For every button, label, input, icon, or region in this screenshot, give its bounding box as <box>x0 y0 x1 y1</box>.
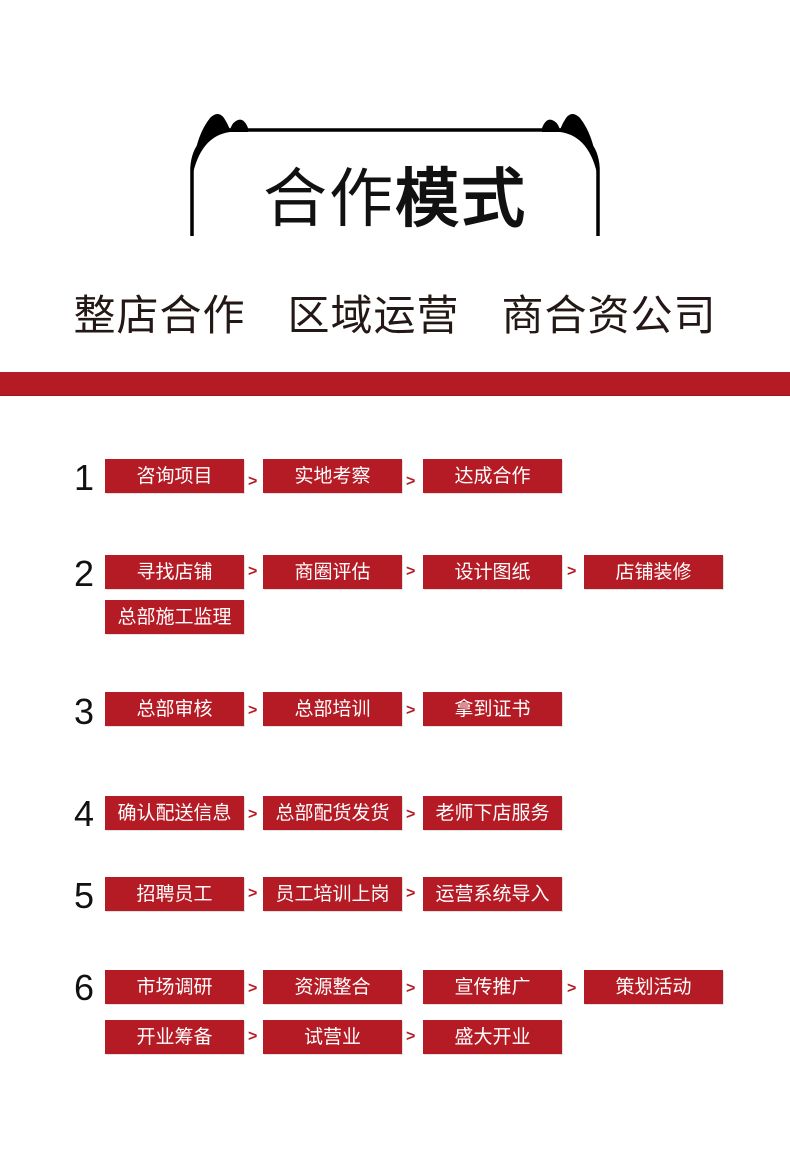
arrow-right-icon: > <box>248 563 258 580</box>
arrow-right-icon: > <box>406 702 416 719</box>
cooperation-type: 区域运营 <box>287 291 460 340</box>
arrow-right-icon: > <box>248 702 258 719</box>
step-number: 4 <box>74 793 95 834</box>
title-frame <box>188 108 602 236</box>
arrow-right-icon: > <box>406 563 416 580</box>
page-title-bold: 模式 <box>395 163 527 237</box>
arrow-right-icon: > <box>248 980 258 997</box>
step-box: 运营系统导入 <box>423 877 562 911</box>
arrow-right-icon: > <box>406 806 416 823</box>
step-number: 2 <box>74 553 95 594</box>
arrow-right-icon: > <box>567 563 577 580</box>
arrow-right-icon: > <box>248 473 258 490</box>
step-box: 员工培训上岗 <box>263 877 402 911</box>
step-box: 商圈评估 <box>263 555 402 589</box>
step-number: 1 <box>74 457 95 498</box>
frame-ears-icon <box>190 114 600 236</box>
arrow-right-icon: > <box>406 980 416 997</box>
page-title-light: 合作 <box>263 163 395 237</box>
step-box: 确认配送信息 <box>105 796 244 830</box>
arrow-right-icon: > <box>406 473 416 490</box>
step-box: 盛大开业 <box>423 1020 562 1054</box>
step-box: 市场调研 <box>105 970 244 1004</box>
step-box: 开业筹备 <box>105 1020 244 1054</box>
step-box: 策划活动 <box>584 970 723 1004</box>
step-box: 寻找店铺 <box>105 555 244 589</box>
arrow-right-icon: > <box>248 885 258 902</box>
step-number: 3 <box>74 691 95 732</box>
step-box: 设计图纸 <box>423 555 562 589</box>
step-box: 咨询项目 <box>105 459 244 493</box>
step-box: 达成合作 <box>423 459 562 493</box>
step-box: 总部培训 <box>263 692 402 726</box>
cooperation-types: 整店合作 区域运营 商合资公司 <box>0 288 790 344</box>
step-box: 宣传推广 <box>423 970 562 1004</box>
arrow-right-icon: > <box>406 885 416 902</box>
step-box: 总部配货发货 <box>263 796 402 830</box>
step-box: 总部施工监理 <box>105 600 244 634</box>
step-box: 招聘员工 <box>105 877 244 911</box>
step-box: 拿到证书 <box>423 692 562 726</box>
step-box: 总部审核 <box>105 692 244 726</box>
step-box: 试营业 <box>263 1020 402 1054</box>
step-box: 资源整合 <box>263 970 402 1004</box>
page-title: 合作模式 <box>0 160 790 240</box>
arrow-right-icon: > <box>567 980 577 997</box>
step-box: 实地考察 <box>263 459 402 493</box>
cooperation-type: 商合资公司 <box>501 291 717 340</box>
arrow-right-icon: > <box>248 1028 258 1045</box>
arrow-right-icon: > <box>406 1028 416 1045</box>
arrow-right-icon: > <box>248 806 258 823</box>
step-box: 店铺装修 <box>584 555 723 589</box>
step-number: 6 <box>74 967 95 1008</box>
step-number: 5 <box>74 875 95 916</box>
cooperation-type: 整店合作 <box>73 291 246 340</box>
step-box: 老师下店服务 <box>423 796 562 830</box>
divider-band <box>0 372 790 396</box>
